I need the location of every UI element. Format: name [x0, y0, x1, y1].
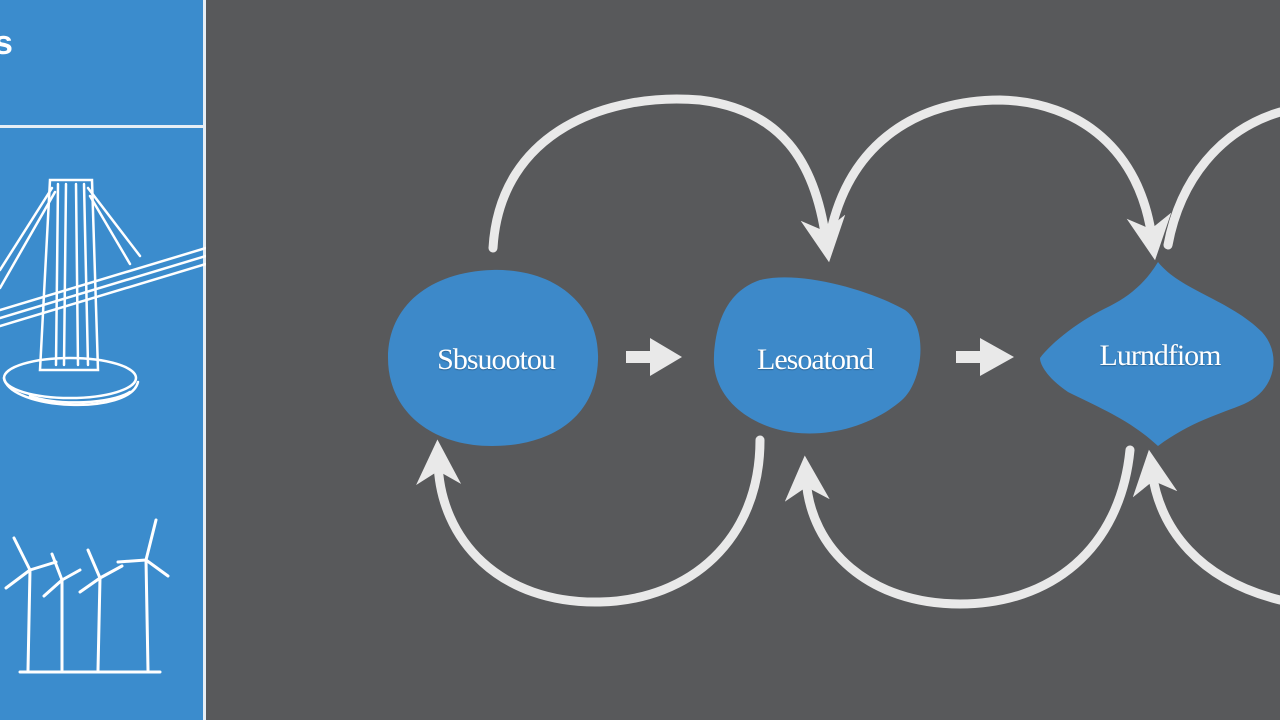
- bridge-icon: [0, 178, 206, 407]
- lower-loop-arrow-3: [1132, 449, 1280, 605]
- upper-loop-arrow-2: [825, 95, 1172, 261]
- node-3-label: Lurndfiom: [1099, 339, 1222, 372]
- straight-arrow-2: [956, 338, 1014, 376]
- lower-loop-arrow-2: [784, 445, 1135, 609]
- sidebar-header: s: [0, 0, 203, 128]
- node-2-label: Lesoatond: [757, 343, 874, 376]
- straight-arrow-1: [626, 338, 682, 376]
- node-3-shape: [1040, 262, 1274, 446]
- wind-turbines-icon: [4, 518, 170, 674]
- sidebar-header-text: s: [0, 24, 13, 62]
- node-2-shape: [713, 277, 921, 434]
- sidebar-panel: s: [0, 0, 206, 720]
- upper-loop-arrow-3: [1163, 107, 1280, 250]
- node-1-label: Sbsuootou: [437, 343, 556, 376]
- node-1-shape: [388, 269, 599, 446]
- lower-loop-arrow-1: [416, 435, 765, 607]
- upper-loop-arrow-1: [488, 94, 846, 263]
